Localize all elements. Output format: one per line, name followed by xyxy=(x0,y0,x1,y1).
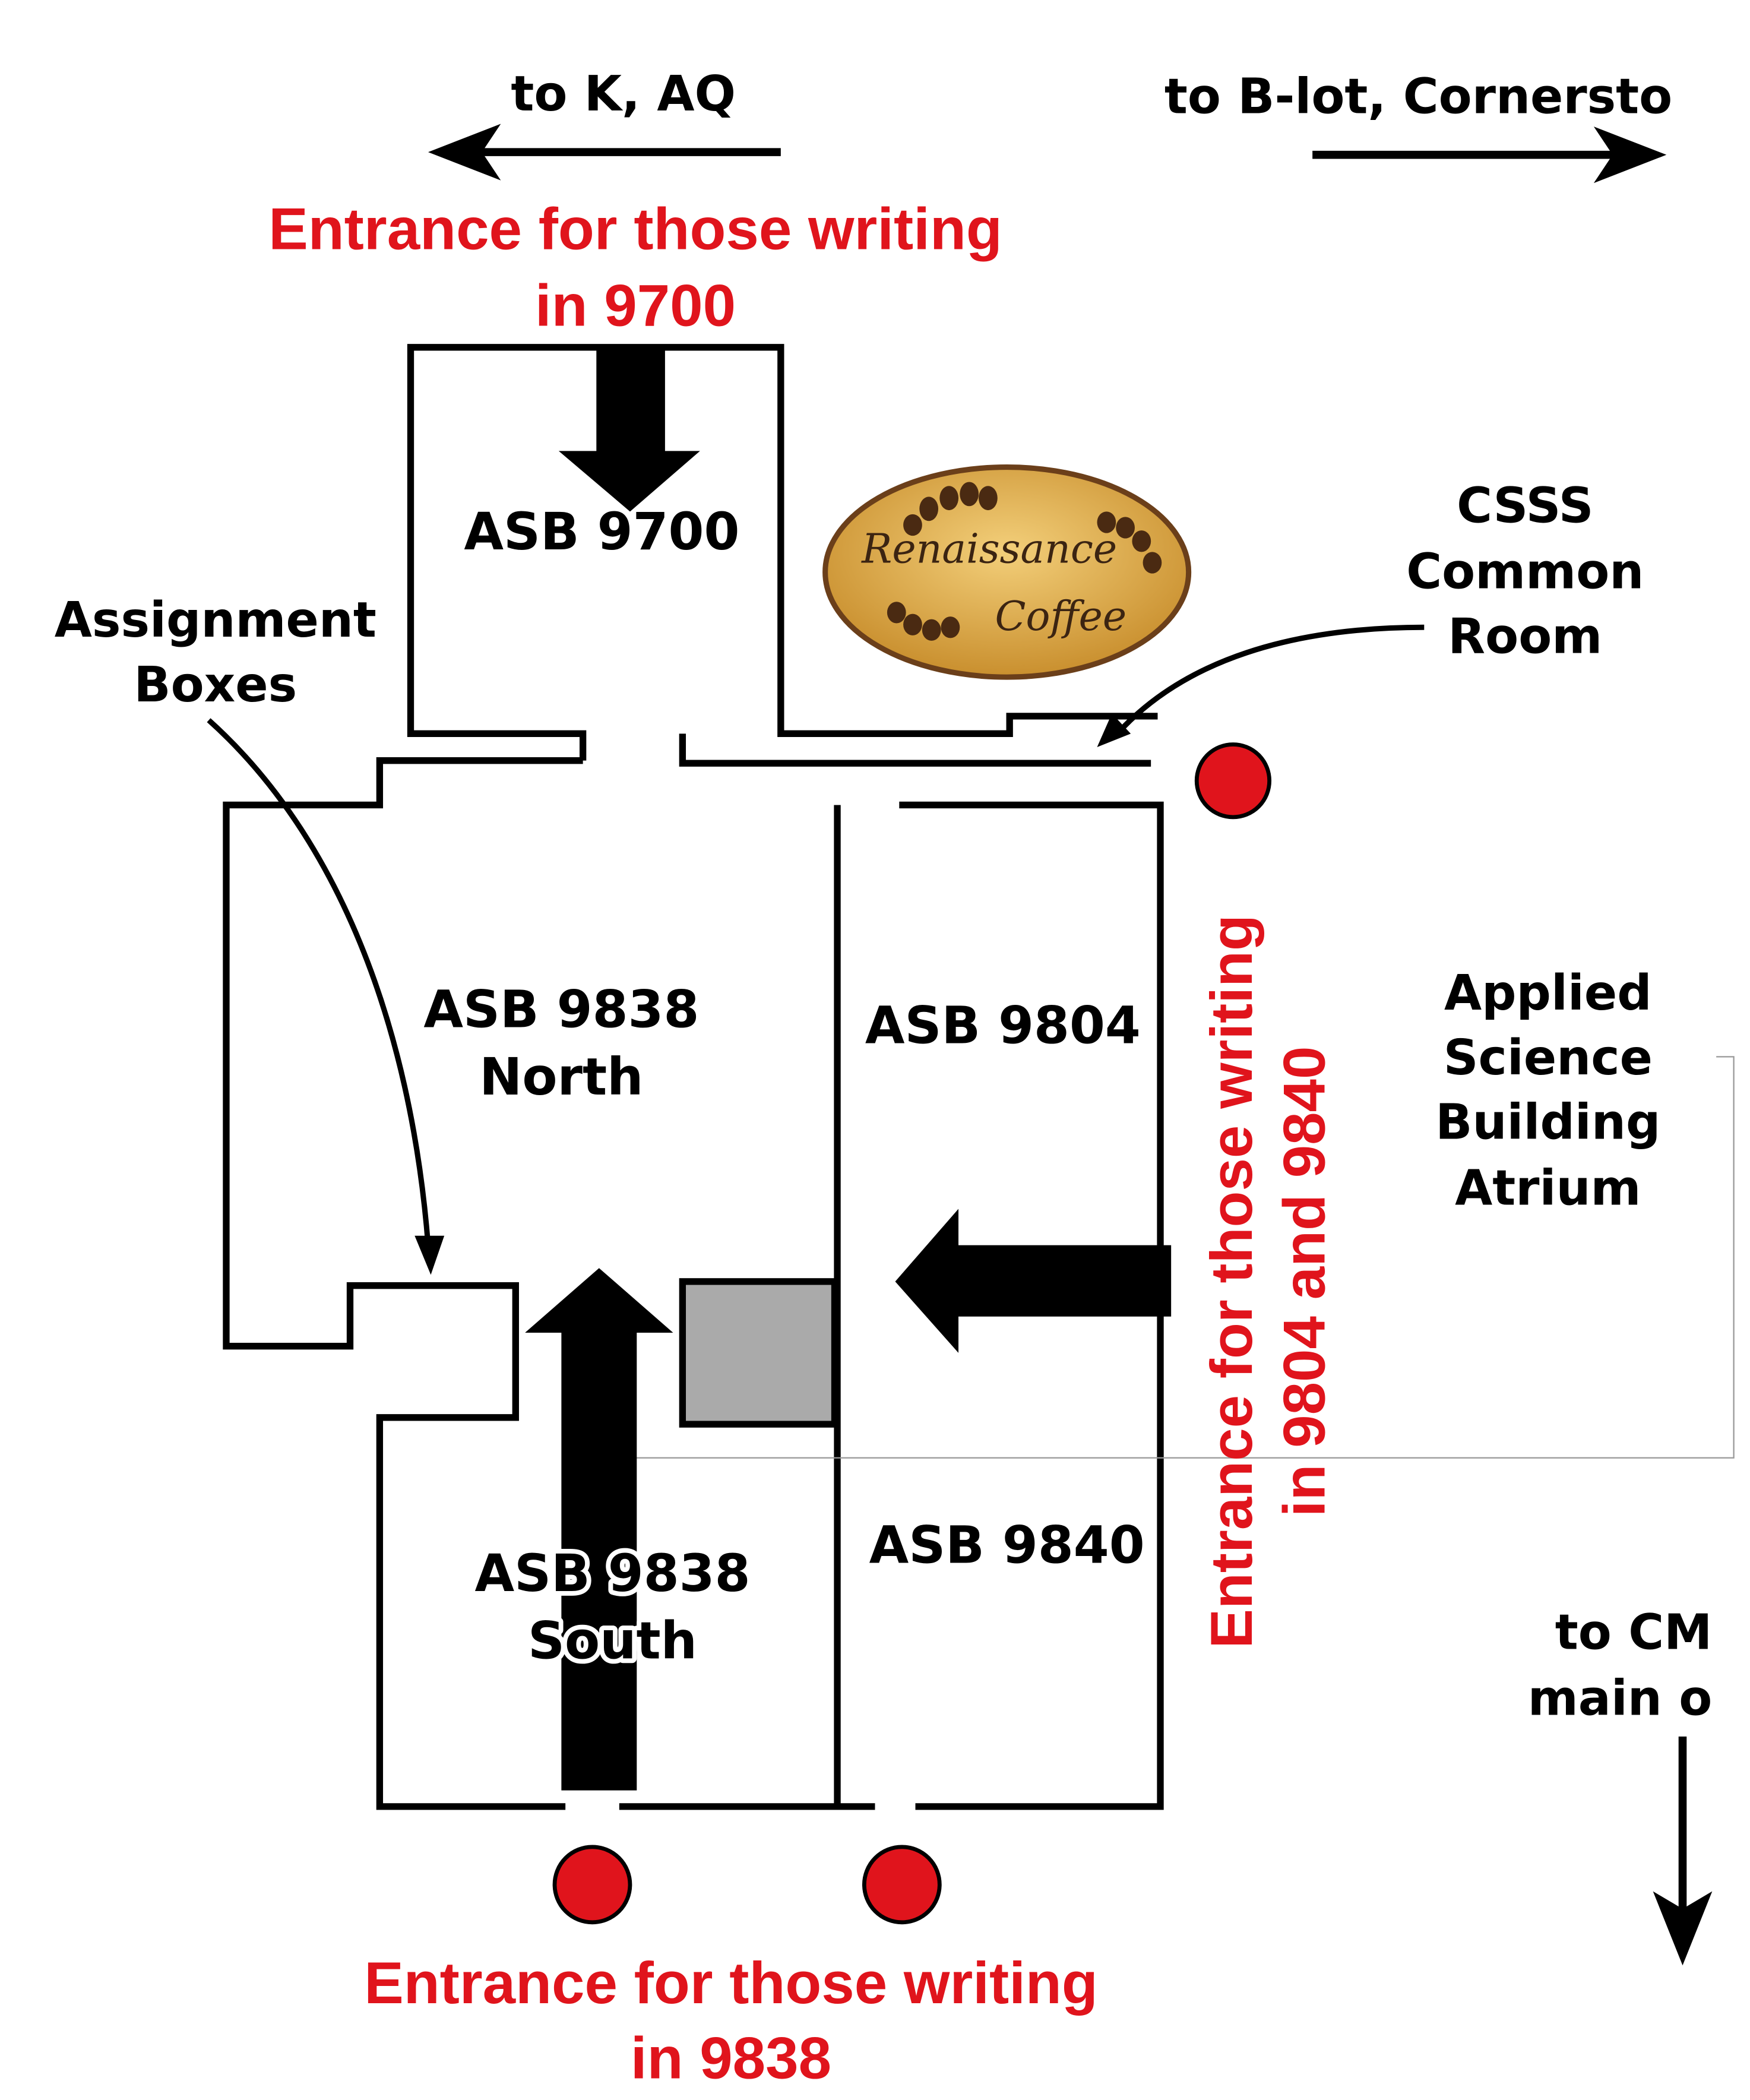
arrow-left-into-9804-icon xyxy=(895,1209,1172,1353)
csss-common-room-label: CSSS Common Room xyxy=(1406,477,1644,665)
entrance-marker-9804 xyxy=(1194,742,1272,820)
room-asb-9838-north-line1: ASB 9838 xyxy=(423,980,699,1039)
csss-pointer-arrow-icon xyxy=(1097,624,1425,747)
atrium-line3: Building xyxy=(1435,1095,1660,1151)
coffee-logo-line2: Coffee xyxy=(995,593,1126,640)
entrance-marker-9838-a xyxy=(552,1845,632,1925)
atrium-outline xyxy=(632,1056,1735,1459)
arrow-down-icon xyxy=(1653,1737,1713,1966)
entrance-9838-label: Entrance for those writing in 9838 xyxy=(364,1950,1098,2092)
room-asb-9700: ASB 9700 xyxy=(464,502,739,562)
entrance-9804-line2: in 9804 and 9840 xyxy=(1272,1046,1338,1517)
room-asb-9840: ASB 9840 xyxy=(869,1516,1145,1576)
atrium-line1: Applied xyxy=(1444,965,1652,1021)
direction-down-line2: main o xyxy=(1528,1671,1713,1727)
entrance-9700-line2: in 9700 xyxy=(535,273,736,339)
direction-left-label: to K, AQ xyxy=(511,66,736,122)
direction-down-line1: to CM xyxy=(1555,1605,1713,1661)
csss-line1: CSSS xyxy=(1457,477,1593,534)
pillar xyxy=(679,1278,838,1428)
room-asb-9838-south-line2: South xyxy=(528,1612,697,1671)
direction-left: to K, AQ xyxy=(428,66,781,181)
entrance-9700-line1: Entrance for those writing xyxy=(268,196,1002,262)
assignment-boxes-label: Assignment Boxes xyxy=(55,592,376,713)
renaissance-coffee-logo: Renaissance Coffee xyxy=(822,464,1192,680)
entrance-9700-label: Entrance for those writing in 9700 xyxy=(268,196,1002,339)
entrance-9838-line2: in 9838 xyxy=(631,2026,831,2092)
arrow-up-into-9838-icon xyxy=(525,1268,673,1791)
entrance-9804-line1: Entrance for those writing xyxy=(1199,915,1265,1649)
assignment-line1: Assignment xyxy=(55,592,376,649)
arrow-left-icon xyxy=(428,124,781,181)
arrow-right-icon xyxy=(1312,126,1667,184)
room-asb-9838-north-line2: North xyxy=(479,1048,643,1107)
atrium-line4: Atrium xyxy=(1455,1160,1641,1217)
direction-right: to B-lot, Cornersto xyxy=(1164,68,1672,184)
arrow-down-into-9700-icon xyxy=(558,350,700,512)
direction-down: to CM main o xyxy=(1528,1605,1713,1966)
entrance-9804-label: Entrance for those writing in 9804 and 9… xyxy=(1199,915,1337,1649)
coffee-logo-line1: Renaissance xyxy=(860,526,1117,573)
entrance-marker-9838-b xyxy=(862,1845,942,1925)
entrance-9838-line1: Entrance for those writing xyxy=(364,1950,1098,2016)
csss-line3: Room xyxy=(1448,608,1602,665)
assignment-line2: Boxes xyxy=(134,657,297,713)
csss-line2: Common xyxy=(1406,544,1644,600)
assignment-pointer-arrow-icon xyxy=(207,718,445,1275)
direction-right-label: to B-lot, Cornersto xyxy=(1164,68,1672,125)
atrium-label: Applied Science Building Atrium xyxy=(1435,965,1660,1217)
room-asb-9838-south-line1: ASB 9838 xyxy=(474,1544,750,1604)
atrium-line2: Science xyxy=(1444,1030,1653,1086)
room-asb-9804: ASB 9804 xyxy=(865,997,1141,1056)
